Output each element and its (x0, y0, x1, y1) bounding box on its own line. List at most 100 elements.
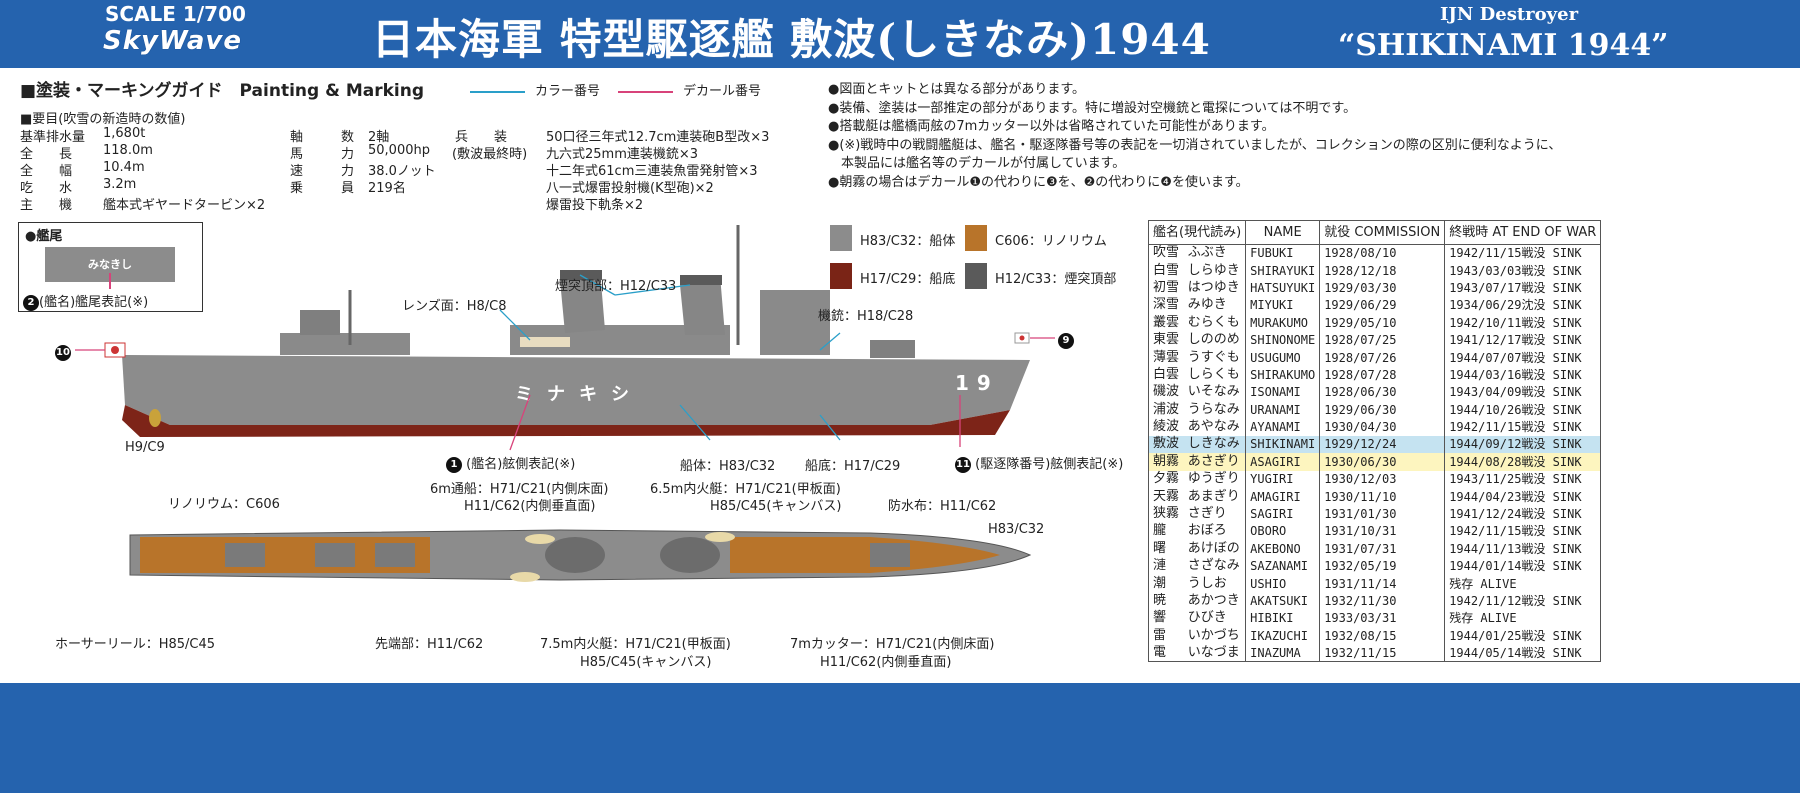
table-header-cell: NAME (1245, 220, 1321, 245)
table-cell: 朝霧 (1147, 453, 1184, 471)
table-cell: ISONAMI (1245, 383, 1321, 402)
table-cell: 漣 (1147, 557, 1184, 575)
spec-label: 基準排水量 (20, 130, 86, 145)
note-line: ●搭載艇は艦橋両舷の7mカッター以外は省略されていた可能性があります。 (828, 119, 1275, 134)
table-cell: 1929/03/30 (1319, 279, 1446, 297)
table-cell: 1942/11/15戦没 SINK (1444, 418, 1602, 436)
table-cell: いかづち (1183, 627, 1247, 645)
table-cell: HATSUYUKI (1245, 279, 1321, 297)
guide-heading: ■塗装・マーキングガイド Painting & Marking (20, 81, 425, 101)
table-cell: さぎり (1183, 505, 1247, 523)
table-cell: 東雲 (1147, 331, 1184, 349)
table-cell: 吹雪 (1147, 244, 1184, 262)
table-cell: 1929/12/24 (1319, 435, 1446, 454)
arms-item: 50口径三年式12.7cm連装砲B型改×3 (546, 130, 770, 145)
table-cell: しらゆき (1183, 261, 1247, 280)
spec-label: 乗 員 (290, 181, 359, 196)
table-cell: 1928/12/18 (1319, 261, 1446, 280)
table-cell: 1930/06/30 (1319, 453, 1446, 471)
table-cell: 1929/05/10 (1319, 314, 1446, 332)
table-cell: 1932/08/15 (1319, 627, 1446, 645)
arms-label: 兵 装 (455, 130, 508, 145)
table-cell: 1931/01/30 (1319, 505, 1446, 523)
callout-name-decal: 1 (艦名)舷側表記(※) (446, 453, 575, 473)
table-header-cell: 終戦時 AT END OF WAR (1444, 220, 1602, 245)
paint-label: H17/C29：船底 (860, 272, 956, 287)
spec-label: 全 幅 (20, 164, 73, 179)
callout-prop: H9/C9 (125, 440, 165, 455)
table-cell: いなづま (1183, 644, 1247, 662)
legend-color: カラー番号 (470, 80, 600, 99)
legend-decal: デカール番号 (618, 80, 761, 99)
callout-cuttera: 7mカッター：H71/C21(内側床面) (790, 637, 995, 652)
table-cell: ゆうぎり (1183, 470, 1247, 488)
table-cell: しらくも (1183, 366, 1247, 384)
table-cell: うすぐも (1183, 348, 1247, 367)
callout-top-hull: H83/C32 (988, 522, 1045, 537)
table-cell: AMAGIRI (1245, 487, 1321, 506)
table-cell: 綾波 (1147, 418, 1184, 436)
callout-reel: ホーサーリール：H85/C45 (55, 637, 216, 652)
table-cell: MURAKUMO (1245, 314, 1321, 332)
callout-cutterb: H11/C62(内側垂直面) (820, 655, 952, 670)
note-line: ●装備、塗装は一部推定の部分があります。特に増設対空機銃と電探については不明です… (828, 100, 1357, 116)
spec-value: 118.0m (103, 143, 153, 158)
ship-side-view: ミナキシ 19 (75, 225, 1055, 451)
callout-boat65b: H85/C45(キャンバス) (710, 499, 842, 514)
table-cell: 1943/07/17戦没 SINK (1444, 279, 1602, 297)
table-cell: 潮 (1147, 574, 1184, 593)
table-cell: AKEBONO (1245, 540, 1321, 558)
table-cell: いそなみ (1183, 383, 1247, 402)
note-line: ●(※)戦時中の戦闘艦艇は、艦名・駆逐隊番号等の表記を一切消されていましたが、コ… (828, 137, 1562, 153)
table-cell: 1943/04/09戦没 SINK (1444, 383, 1602, 402)
hull-name-text: ミナキシ (515, 384, 643, 405)
table-cell: AYANAMI (1245, 418, 1321, 436)
callout-boat75a: 7.5m内火艇：H71/C21(甲板面) (540, 637, 731, 652)
table-cell: 1944/07/07戦没 SINK (1444, 348, 1602, 367)
table-cell: 1942/11/12戦没 SINK (1444, 592, 1602, 610)
spec-value: 38.0ノット (368, 164, 436, 179)
table-cell: 1928/07/25 (1319, 331, 1446, 349)
table-cell: 1932/11/30 (1319, 592, 1446, 610)
specs-heading: ■要目(吹雪の新造時の数値) (20, 112, 186, 127)
table-cell: 雷 (1147, 627, 1184, 645)
callout-canvas: 防水布：H11/C62 (888, 499, 997, 514)
table-cell: ひびき (1183, 609, 1247, 628)
table-cell: 1928/07/26 (1319, 348, 1446, 367)
note-line: 本製品には艦名等のデカールが付属しています。 (828, 156, 1126, 171)
arms-item: 九六式25mm連装機銃×3 (546, 147, 699, 162)
table-cell: おぼろ (1183, 522, 1247, 541)
table-cell: SHIRAKUMO (1245, 366, 1321, 384)
arms-note: (敷波最終時) (452, 147, 528, 162)
table-cell: USHIO (1245, 574, 1321, 593)
table-cell: 叢雲 (1147, 314, 1184, 332)
table-header-cell: 就役 COMMISSION (1319, 220, 1446, 245)
table-cell: USUGUMO (1245, 348, 1321, 367)
table-cell: AKATSUKI (1245, 592, 1321, 610)
callout-bottom: 船底：H17/C29 (805, 459, 901, 474)
table-cell: 1928/06/30 (1319, 383, 1446, 402)
stern-caption: 2(艦名)艦尾表記(※) (23, 291, 148, 311)
decal-line (109, 273, 111, 289)
table-cell: 浦波 (1147, 401, 1184, 419)
table-cell: 残存 ALIVE (1444, 574, 1602, 593)
header-banner: SCALE 1/700 SkyWave 日本海軍 特型駆逐艦 敷波(しきなみ)1… (0, 0, 1800, 68)
table-cell: みゆき (1183, 296, 1247, 315)
linoleum-fore (730, 537, 1000, 573)
spec-label: 全 長 (20, 147, 73, 162)
note-line: ●図面とキットとは異なる部分があります。 (828, 82, 1086, 97)
table-cell: 1929/06/30 (1319, 401, 1446, 419)
badge-flag-bow: 9 (1058, 330, 1074, 349)
table-cell: 響 (1147, 609, 1184, 628)
table-cell: 1931/11/14 (1319, 574, 1446, 593)
